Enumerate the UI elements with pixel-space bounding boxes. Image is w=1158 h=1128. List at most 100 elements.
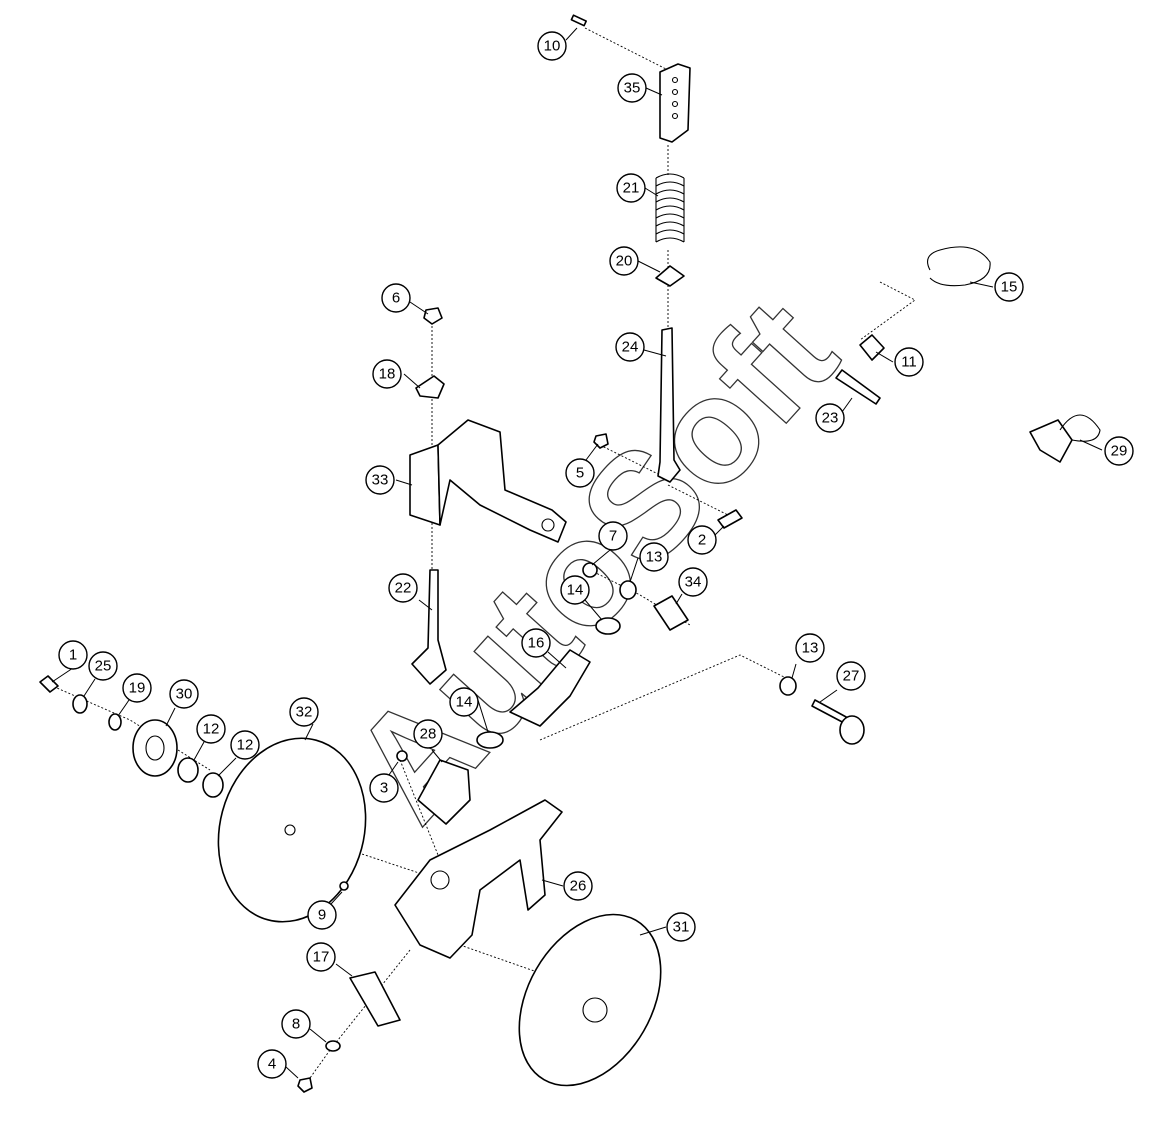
part-washer-8 <box>325 1040 341 1052</box>
svg-text:7: 7 <box>609 528 617 545</box>
svg-text:9: 9 <box>318 907 326 924</box>
svg-text:18: 18 <box>379 366 396 383</box>
svg-text:12: 12 <box>237 737 254 754</box>
part-nut-6 <box>423 307 443 325</box>
part-arm-26 <box>394 799 563 959</box>
part-block-28 <box>417 759 471 825</box>
callout-8[interactable]: 8 <box>281 1009 311 1039</box>
callout-5[interactable]: 5 <box>565 458 595 488</box>
callout-12b[interactable]: 12 <box>230 730 260 760</box>
callout-10[interactable]: 10 <box>537 31 567 61</box>
part-pin-15 <box>927 246 991 287</box>
callout-13a[interactable]: 13 <box>639 542 669 572</box>
svg-text:8: 8 <box>292 1016 300 1033</box>
callout-23[interactable]: 23 <box>815 403 845 433</box>
part-disc-32 <box>217 737 367 923</box>
callout-15[interactable]: 15 <box>994 272 1024 302</box>
svg-text:2: 2 <box>698 532 706 549</box>
part-bolt-9 <box>339 881 349 891</box>
callout-26[interactable]: 26 <box>563 871 593 901</box>
callout-34[interactable]: 34 <box>678 567 708 597</box>
callout-32[interactable]: 32 <box>289 697 319 727</box>
svg-text:3: 3 <box>380 780 388 797</box>
part-nut-3 <box>396 750 408 762</box>
callout-3[interactable]: 3 <box>369 773 399 803</box>
part-bearing-12a <box>177 757 199 783</box>
callout-25[interactable]: 25 <box>88 651 118 681</box>
callout-33[interactable]: 33 <box>365 465 395 495</box>
callout-13b[interactable]: 13 <box>795 633 825 663</box>
svg-text:27: 27 <box>843 668 860 685</box>
callout-2[interactable]: 2 <box>687 525 717 555</box>
callout-12a[interactable]: 12 <box>196 714 226 744</box>
part-bolt-1 <box>39 675 59 693</box>
svg-text:5: 5 <box>576 465 584 482</box>
part-nut-4 <box>297 1077 313 1093</box>
part-hose-16 <box>509 649 591 727</box>
svg-text:22: 22 <box>395 580 412 597</box>
callout-24[interactable]: 24 <box>615 332 645 362</box>
svg-text:24: 24 <box>622 339 639 356</box>
svg-text:29: 29 <box>1111 443 1128 460</box>
part-tube-34 <box>653 595 689 631</box>
svg-text:20: 20 <box>616 253 633 270</box>
part-pin-22 <box>411 569 447 685</box>
callout-30[interactable]: 30 <box>169 679 199 709</box>
svg-text:25: 25 <box>95 658 112 675</box>
part-clamp-14b <box>476 731 504 749</box>
part-bolt-27 <box>811 699 865 745</box>
svg-text:4: 4 <box>268 1056 276 1073</box>
part-spring-21 <box>655 173 685 243</box>
part-clamp-14a <box>595 617 621 635</box>
svg-text:10: 10 <box>544 38 561 55</box>
part-bushing-13b <box>779 676 797 696</box>
callout-35[interactable]: 35 <box>617 73 647 103</box>
callout-14b[interactable]: 14 <box>449 687 479 717</box>
part-rod-35 <box>659 63 691 143</box>
part-bolt-2 <box>717 509 743 529</box>
part-pin-23 <box>835 369 881 405</box>
part-nut-7 <box>582 562 598 578</box>
callout-9[interactable]: 9 <box>307 900 337 930</box>
callout-7[interactable]: 7 <box>598 521 628 551</box>
part-clip-11 <box>859 334 885 361</box>
callout-14a[interactable]: 14 <box>560 575 590 605</box>
svg-text:31: 31 <box>673 919 690 936</box>
svg-text:6: 6 <box>392 290 400 307</box>
callout-22[interactable]: 22 <box>388 573 418 603</box>
part-frame-33 <box>409 419 567 543</box>
part-plate-17 <box>349 971 401 1027</box>
callout-29[interactable]: 29 <box>1104 436 1134 466</box>
svg-text:11: 11 <box>901 354 917 371</box>
svg-text:23: 23 <box>822 410 839 427</box>
callout-28[interactable]: 28 <box>413 719 443 749</box>
svg-text:32: 32 <box>296 704 313 721</box>
part-bearing-12b <box>202 772 224 798</box>
svg-text:16: 16 <box>528 635 545 652</box>
callout-31[interactable]: 31 <box>666 912 696 942</box>
callout-19[interactable]: 19 <box>122 673 152 703</box>
leader-lines <box>51 27 1103 1079</box>
svg-text:34: 34 <box>685 574 702 591</box>
callout-21[interactable]: 21 <box>616 173 646 203</box>
callout-6[interactable]: 6 <box>381 283 411 313</box>
part-seal-25 <box>72 694 88 714</box>
callout-4[interactable]: 4 <box>257 1049 287 1079</box>
callout-20[interactable]: 20 <box>609 246 639 276</box>
part-bushing-13a <box>619 580 637 600</box>
callout-18[interactable]: 18 <box>372 359 402 389</box>
svg-text:21: 21 <box>623 180 640 197</box>
svg-text:33: 33 <box>372 472 389 489</box>
svg-text:13: 13 <box>646 549 663 566</box>
part-link-24 <box>657 327 681 483</box>
callout-11[interactable]: 11 <box>894 347 924 377</box>
callout-27[interactable]: 27 <box>836 661 866 691</box>
part-disc-31 <box>518 913 662 1087</box>
callout-1[interactable]: 1 <box>58 640 88 670</box>
svg-text:1: 1 <box>69 647 77 664</box>
callout-16[interactable]: 16 <box>521 628 551 658</box>
callout-17[interactable]: 17 <box>306 942 336 972</box>
svg-text:26: 26 <box>570 878 587 895</box>
svg-text:17: 17 <box>313 949 330 966</box>
